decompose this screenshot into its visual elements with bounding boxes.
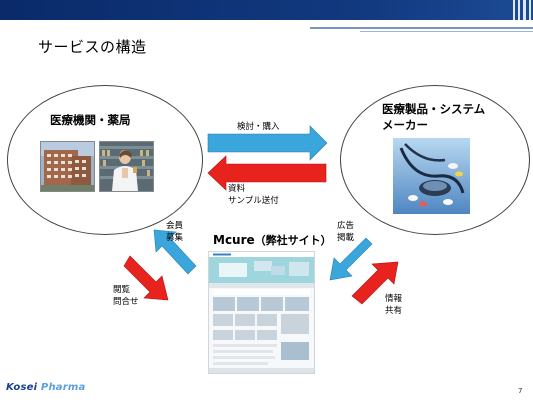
label-info: 情報 (385, 294, 403, 304)
website-thumbnail (208, 251, 315, 374)
label-ad: 広告 (337, 221, 355, 231)
arrow-advertising (329, 237, 373, 281)
arrow-member-recruit (153, 229, 197, 275)
arrow-materials-samples (207, 155, 327, 191)
center-node-label-strong: Mcure (213, 233, 255, 247)
label-recruit: 募集 (166, 233, 184, 243)
label-browse: 閲覧 (113, 285, 131, 295)
medical-products-image (393, 138, 470, 214)
header-rule (310, 27, 533, 29)
company-logo: Kosei Pharma (6, 382, 86, 393)
label-posting: 掲載 (337, 233, 355, 243)
header-rule-thin (360, 31, 533, 32)
right-node-label-line2: メーカー (382, 118, 428, 132)
label-inquiry: 問合せ (113, 297, 139, 307)
left-node-label: 医療機関・薬局 (50, 113, 131, 127)
hospital-building-photo (40, 141, 95, 192)
label-consider-purchase: 検討・購入 (237, 122, 280, 132)
arrow-browse-inquiry (123, 255, 169, 301)
slide-title: サービスの構造 (38, 38, 147, 56)
label-materials: 資料 (228, 184, 246, 194)
arrow-consider-purchase (207, 125, 328, 161)
right-node-label-line1: 医療製品・システム (382, 102, 486, 116)
header-stripes (511, 0, 533, 20)
header-band (0, 0, 533, 20)
arrow-info-sharing (351, 261, 399, 305)
center-node-label-rest: （弊社サイト） (254, 234, 332, 247)
label-member: 会員 (166, 221, 184, 231)
center-node-label: Mcure（弊社サイト） (213, 232, 332, 248)
page-number: 7 (518, 387, 523, 395)
label-sample-send: サンプル送付 (228, 196, 279, 206)
label-share: 共有 (385, 306, 403, 316)
pharmacist-photo (99, 141, 154, 192)
